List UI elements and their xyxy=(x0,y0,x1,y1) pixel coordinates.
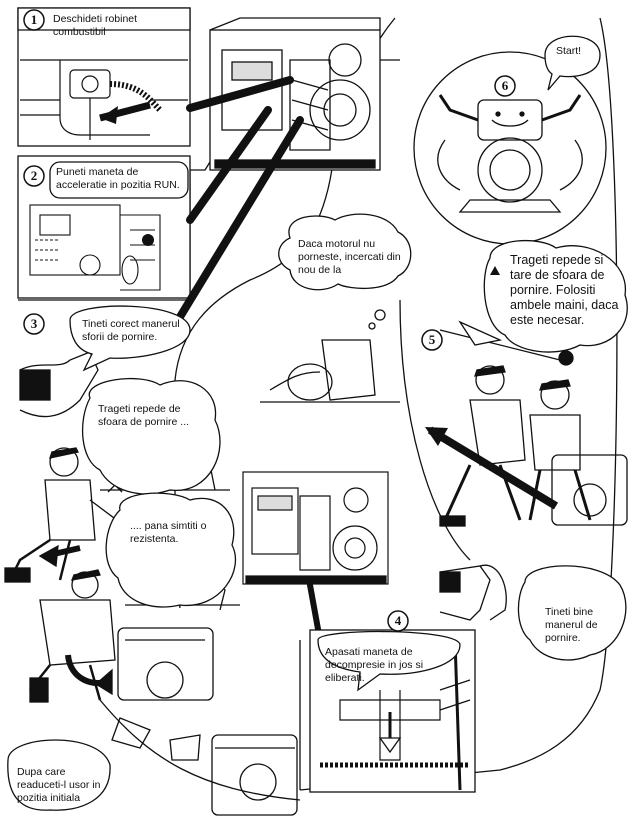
retry-text: Daca motorul nu porneste, incercati din … xyxy=(298,238,401,276)
pointer-to-handle xyxy=(168,116,304,334)
generator-illustration-center xyxy=(242,471,389,585)
pull-fast-text: Trageti repede de sfoara de pornire ... xyxy=(98,403,190,428)
step-5-number-badge xyxy=(421,329,443,351)
step-4-text: Apasati maneta de decompresie in jos si … xyxy=(325,646,424,684)
until-resistance-text: .... pana simtiti o rezistenta. xyxy=(130,520,207,545)
triangle-marker-icon xyxy=(490,266,500,275)
step-1-number: 1 xyxy=(30,12,38,27)
waiting-character-illustration xyxy=(260,309,400,403)
hold-handle-text: Tineti bine manerul de pornire. xyxy=(545,606,598,644)
step-6-text: Start! xyxy=(556,45,582,57)
step-5-illustrations xyxy=(439,320,628,621)
step-3-number-badge xyxy=(23,313,45,335)
step-6-number-badge xyxy=(494,75,516,97)
step-6-start-illustration xyxy=(413,51,607,245)
step-5-text: Trageti repede si tare de sfoara de porn… xyxy=(510,253,619,327)
step-2-number: 2 xyxy=(30,168,38,183)
step-2-number-badge xyxy=(23,165,45,187)
step-3-number: 3 xyxy=(30,316,38,331)
step-6-number: 6 xyxy=(501,78,509,93)
step-1-panel xyxy=(17,7,191,147)
step-4-number: 4 xyxy=(394,613,402,628)
step-4-number-badge xyxy=(387,610,409,632)
step-1-number-badge xyxy=(23,9,45,31)
speech-bubbles xyxy=(7,7,628,811)
step-3-text: Tineti corect manerul sforii de pornire. xyxy=(82,318,180,343)
return-handle-text: Dupa care readuceti-l usor in pozitia in… xyxy=(17,766,101,804)
step-2-text: Puneti maneta de acceleratie in pozitia … xyxy=(56,166,180,191)
step-1-text: Deschideti robinet combustibil xyxy=(53,13,138,38)
pointer-to-throttle xyxy=(186,106,272,224)
pointer-to-valve xyxy=(186,76,294,112)
step-5-number: 5 xyxy=(428,332,436,347)
